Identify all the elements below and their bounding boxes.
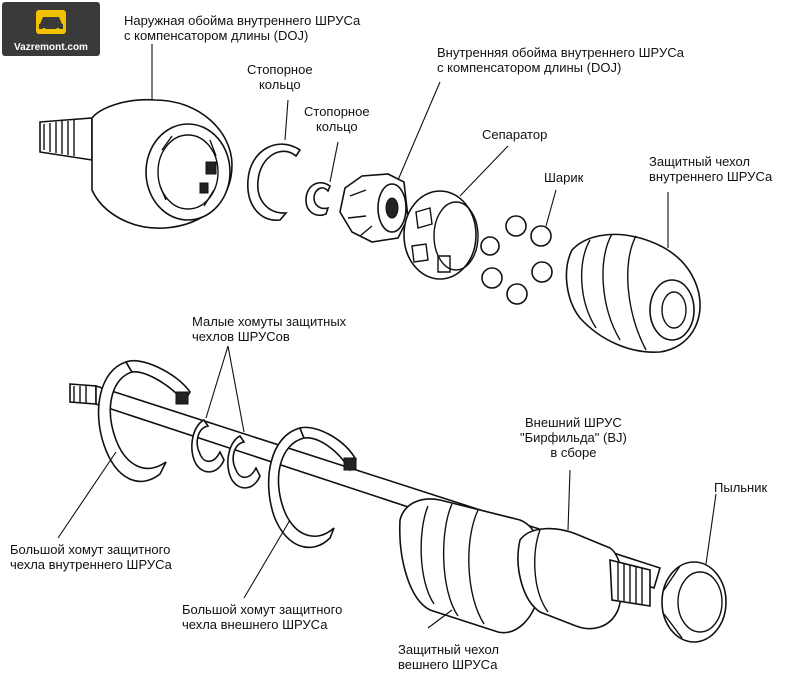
retaining-ring-small-part (305, 182, 331, 216)
dust-cover-part (661, 561, 727, 643)
small-clamps-part (191, 418, 261, 489)
label-small-clamps: Малые хомуты защитных чехлов ШРУСов (192, 314, 347, 344)
label-outer-joint-bj: Внешний ШРУС "Бирфильда" (BJ) в сборе (520, 415, 627, 460)
label-retaining-ring-1: Стопорное кольцо (247, 62, 313, 92)
label-outer-race-doj: Наружная обойма внутреннего ШРУСа с комп… (124, 13, 361, 43)
large-clamp-inner-part (97, 359, 191, 483)
label-inner-race-doj: Внутренняя обойма внутреннего ШРУСа с ко… (437, 45, 684, 75)
doj-inner-race-part (339, 173, 409, 243)
doj-outer-race-part (39, 98, 233, 229)
site-name: Vazremont.com (14, 42, 88, 53)
label-separator: Сепаратор (482, 127, 548, 142)
car-icon (36, 10, 66, 34)
outer-joint-bj-part (517, 527, 651, 630)
inner-boot-part (565, 233, 701, 353)
large-clamp-outer-part (267, 426, 357, 549)
ball-set-part (481, 215, 553, 305)
leader-lines (57, 44, 717, 629)
label-dust-cover: Пыльник (714, 480, 768, 495)
label-ball: Шарик (544, 170, 584, 185)
retaining-ring-large-part (247, 143, 302, 221)
label-large-clamp-outer: Большой хомут защитного чехла внешнего Ш… (182, 602, 343, 632)
site-logo[interactable]: Vazremont.com (2, 2, 100, 56)
separator-cage-part (403, 190, 500, 280)
label-outer-boot: Защитный чехол вешнего ШРУСа (398, 642, 499, 672)
label-inner-boot: Защитный чехол внутреннего ШРУСа (649, 154, 773, 184)
label-retaining-ring-2: Стопорное кольцо (304, 104, 370, 134)
label-large-clamp-inner: Большой хомут защитного чехла внутреннег… (10, 542, 172, 572)
